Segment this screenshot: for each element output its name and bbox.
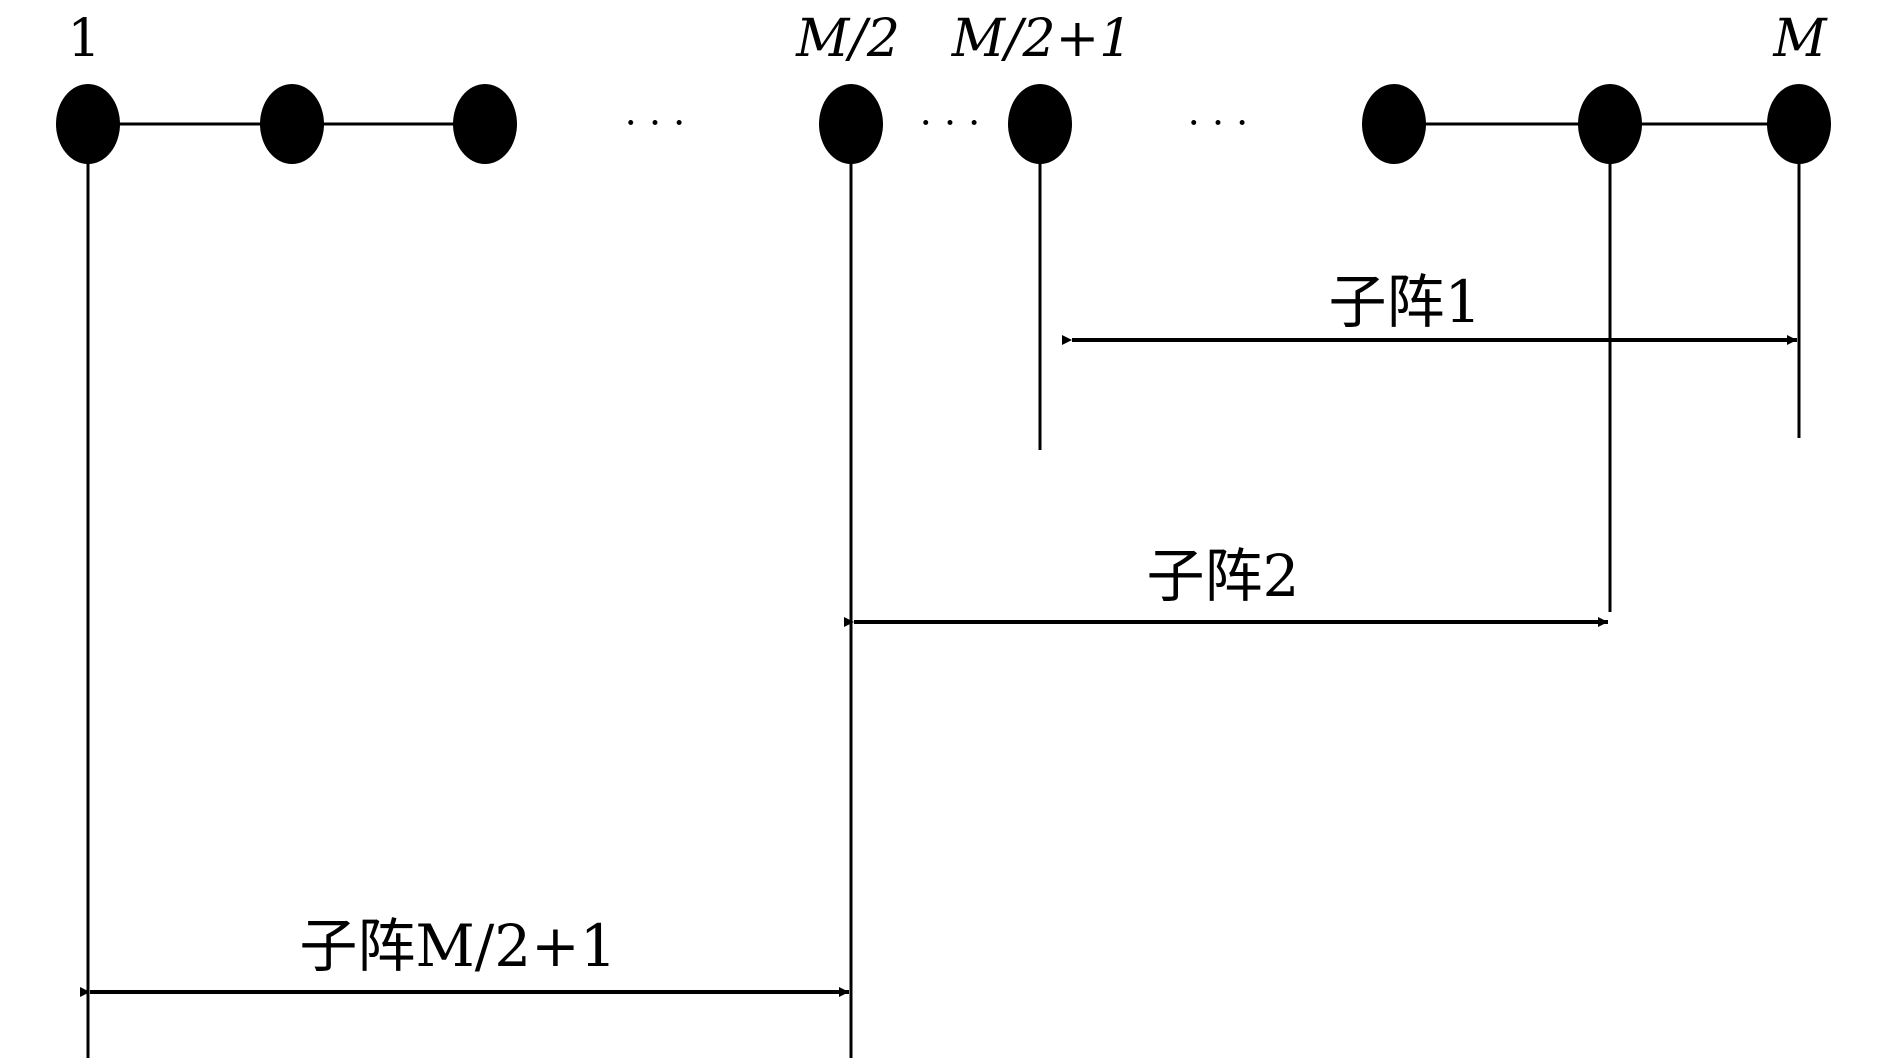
array-element-half <box>819 84 883 164</box>
subarray-2-label: 子阵2 <box>1147 542 1300 610</box>
drop-lines <box>86 124 1801 1058</box>
ellipsis-2: · · · <box>920 101 980 145</box>
label-half: M/2 <box>795 9 900 69</box>
ellipsis-3: · · · <box>1188 101 1248 145</box>
array-element-half-plus-one <box>1008 84 1072 164</box>
subarray-last-span: 子阵M/2+1 <box>80 912 849 997</box>
ellipsis-1: · · · <box>625 101 685 145</box>
array-element-second-last <box>1578 84 1642 164</box>
subarray-1-label: 子阵1 <box>1329 268 1482 336</box>
array-element-third-last <box>1362 84 1426 164</box>
array-element-2 <box>260 84 324 164</box>
array-element-last <box>1767 84 1831 164</box>
label-half-plus-one: M/2+1 <box>951 9 1133 69</box>
array-element-3 <box>453 84 517 164</box>
subarray-1-span: 子阵1 <box>1062 268 1797 345</box>
label-first: 1 <box>67 9 100 69</box>
label-last: M <box>1772 9 1828 69</box>
subarray-2-span: 子阵2 <box>844 542 1608 627</box>
subarray-last-label: 子阵M/2+1 <box>299 912 616 980</box>
array-element-1 <box>56 84 120 164</box>
array-elements <box>56 84 1831 164</box>
